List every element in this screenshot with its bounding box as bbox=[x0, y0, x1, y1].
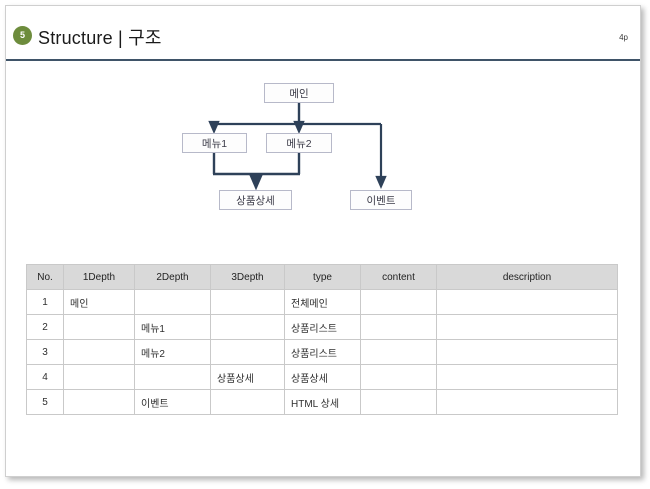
cell-no: 4 bbox=[26, 364, 64, 390]
structure-table-wrapper: No. 1Depth 2Depth 3Depth type content de… bbox=[26, 264, 618, 415]
cell-3depth bbox=[210, 339, 285, 365]
table-row[interactable]: 1 메인 전체메인 bbox=[26, 289, 618, 315]
cell-type: 상품리스트 bbox=[284, 339, 361, 365]
cell-no: 3 bbox=[26, 339, 64, 365]
column-header-3depth: 3Depth bbox=[210, 264, 285, 290]
table-row[interactable]: 2 메뉴1 상품리스트 bbox=[26, 314, 618, 340]
slide-header: 5 Structure | 구조 4p bbox=[6, 6, 640, 59]
cell-2depth: 메뉴2 bbox=[134, 339, 211, 365]
table-row[interactable]: 5 이벤트 HTML 상세 bbox=[26, 389, 618, 415]
cell-1depth bbox=[63, 389, 135, 415]
cell-content bbox=[360, 289, 437, 315]
cell-1depth bbox=[63, 314, 135, 340]
cell-2depth: 메뉴1 bbox=[134, 314, 211, 340]
column-header-type: type bbox=[284, 264, 361, 290]
cell-no: 2 bbox=[26, 314, 64, 340]
cell-content bbox=[360, 389, 437, 415]
column-header-content: content bbox=[360, 264, 437, 290]
cell-2depth bbox=[134, 364, 211, 390]
column-header-no: No. bbox=[26, 264, 64, 290]
cell-type: 상품리스트 bbox=[284, 314, 361, 340]
cell-1depth bbox=[63, 364, 135, 390]
header-divider bbox=[6, 59, 640, 61]
table-row[interactable]: 3 메뉴2 상품리스트 bbox=[26, 339, 618, 365]
cell-description bbox=[436, 289, 618, 315]
column-header-description: description bbox=[436, 264, 618, 290]
cell-content bbox=[360, 364, 437, 390]
cell-1depth: 메인 bbox=[63, 289, 135, 315]
cell-3depth: 상품상세 bbox=[210, 364, 285, 390]
cell-no: 1 bbox=[26, 289, 64, 315]
structure-diagram: 메인 메뉴1 메뉴2 상품상세 이벤트 bbox=[6, 61, 642, 226]
cell-description bbox=[436, 314, 618, 340]
cell-2depth bbox=[134, 289, 211, 315]
page-number-label: 4p bbox=[619, 33, 628, 42]
cell-1depth bbox=[63, 339, 135, 365]
diagram-connectors bbox=[208, 103, 387, 191]
cell-content bbox=[360, 339, 437, 365]
cell-type: 전체메인 bbox=[284, 289, 361, 315]
page-title: Structure | 구조 bbox=[38, 28, 162, 48]
cell-description bbox=[436, 339, 618, 365]
cell-no: 5 bbox=[26, 389, 64, 415]
table-header-row: No. 1Depth 2Depth 3Depth type content de… bbox=[26, 264, 618, 290]
cell-description bbox=[436, 389, 618, 415]
diagram-node-product-detail[interactable]: 상품상세 bbox=[219, 190, 292, 210]
slide-canvas: 5 Structure | 구조 4p bbox=[5, 5, 641, 477]
section-number-badge: 5 bbox=[13, 26, 32, 45]
diagram-node-menu1[interactable]: 메뉴1 bbox=[182, 133, 247, 153]
diagram-node-main[interactable]: 메인 bbox=[264, 83, 334, 103]
cell-type: HTML 상세 bbox=[284, 389, 361, 415]
cell-3depth bbox=[210, 289, 285, 315]
column-header-1depth: 1Depth bbox=[63, 264, 135, 290]
table-row[interactable]: 4 상품상세 상품상세 bbox=[26, 364, 618, 390]
diagram-node-menu2[interactable]: 메뉴2 bbox=[266, 133, 332, 153]
structure-table: No. 1Depth 2Depth 3Depth type content de… bbox=[26, 264, 618, 415]
cell-2depth: 이벤트 bbox=[134, 389, 211, 415]
cell-3depth bbox=[210, 389, 285, 415]
diagram-node-event[interactable]: 이벤트 bbox=[350, 190, 412, 210]
cell-3depth bbox=[210, 314, 285, 340]
cell-description bbox=[436, 364, 618, 390]
cell-content bbox=[360, 314, 437, 340]
cell-type: 상품상세 bbox=[284, 364, 361, 390]
column-header-2depth: 2Depth bbox=[134, 264, 211, 290]
